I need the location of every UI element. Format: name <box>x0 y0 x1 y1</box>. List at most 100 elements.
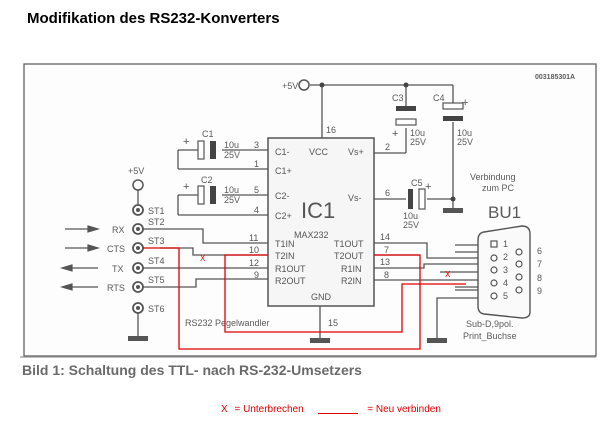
svg-text:ST6: ST6 <box>148 304 165 314</box>
supply-terminal-left <box>132 179 144 191</box>
supply-terminal <box>298 79 310 91</box>
r1in-wire <box>374 263 494 269</box>
db9-pin-num: 4 <box>503 278 508 288</box>
pin-name: Vs+ <box>348 147 364 157</box>
new-wire-cts-t2out <box>143 247 421 350</box>
connector-title-2: zum PC <box>482 183 515 193</box>
legend-connect-text: = Neu verbinden <box>367 404 441 415</box>
db9-pin <box>490 254 498 262</box>
pin-name: Vs- <box>348 193 362 203</box>
junction-dot <box>403 82 409 88</box>
c2-voltage: 25V <box>224 195 240 205</box>
legend-break-text: = Unterbrechen <box>234 404 304 415</box>
svg-text:ST3: ST3 <box>148 236 165 246</box>
pin-num: 12 <box>249 258 259 268</box>
db9-pin-num: 6 <box>537 246 542 256</box>
supply-label: +5V <box>282 81 298 91</box>
c3-value: 10u <box>410 128 425 138</box>
db9-pin-num: 8 <box>537 273 542 283</box>
db9-pin-num: 1 <box>503 239 508 249</box>
capacitor-c4: + C4 10u 25V <box>433 93 473 147</box>
capacitor-c3: + C3 10u 25V <box>392 93 426 147</box>
c4-value: 10u <box>457 128 472 138</box>
connector-title-1: Verbindung <box>470 172 516 182</box>
connector-ref: BU1 <box>488 203 521 222</box>
c3-ref: C3 <box>392 93 404 103</box>
arrow-right-icon <box>87 225 101 233</box>
capacitor-c5: + C5 10u 25V <box>403 178 431 230</box>
connector-type-1: Sub-D,9pol. <box>466 319 514 329</box>
c4-ref: C4 <box>433 93 445 103</box>
db9-pin-num: 7 <box>537 259 542 269</box>
db9-pin-num: 2 <box>503 252 508 262</box>
pin-name: T1OUT <box>334 239 364 249</box>
ic-vcc-pin: 16 <box>326 125 336 135</box>
plus-icon: + <box>425 181 431 193</box>
pin-num: 7 <box>384 245 389 255</box>
c1-value: 10u <box>224 140 239 150</box>
svg-text:ST4: ST4 <box>148 256 165 266</box>
c2-ref: C2 <box>201 175 213 185</box>
svg-text:ST1: ST1 <box>148 206 165 216</box>
db9-pins <box>490 240 523 300</box>
pin-name: R2OUT <box>275 276 306 286</box>
terminal-st1: ST1 <box>132 204 165 216</box>
t1out-wire <box>374 242 494 259</box>
svg-text:RTS: RTS <box>107 283 125 293</box>
c5-ref: C5 <box>411 178 423 188</box>
c5-value: 10u <box>403 211 418 221</box>
pin-name: R1IN <box>341 264 362 274</box>
db9-pin <box>515 286 523 294</box>
db9-pin <box>515 273 523 281</box>
plus-icon: + <box>392 128 398 140</box>
arrow-right-icon <box>87 244 101 252</box>
new-wire-t2in-pin4 <box>224 254 466 333</box>
c1-voltage: 25V <box>224 150 240 160</box>
pin-name: C2- <box>275 191 290 201</box>
arrow-left-icon <box>59 264 73 272</box>
db9-pin <box>515 260 523 268</box>
ground-symbol <box>128 336 148 341</box>
pin-num: 1 <box>254 159 259 169</box>
pin-name: T2IN <box>275 251 295 261</box>
block-label: RS232 Pegelwandler <box>185 318 270 328</box>
pin-name: T1IN <box>275 239 295 249</box>
pin-name: T2OUT <box>334 251 364 261</box>
legend-break-symbol: X <box>221 404 228 415</box>
rx-wire <box>142 228 268 244</box>
ground-symbol <box>427 338 447 343</box>
arrow-left-icon <box>59 283 73 291</box>
terminal-st5: ST5 RTS <box>107 275 165 293</box>
pin-num: 3 <box>254 140 259 150</box>
svg-text:TX: TX <box>112 264 124 274</box>
capacitor-c1: + C1 10u 25V <box>183 129 240 160</box>
db9-pin-num: 5 <box>503 291 508 301</box>
pin-name: C1- <box>275 147 290 157</box>
plus-icon: + <box>183 136 189 148</box>
db9-pin <box>515 248 523 256</box>
ic-part: MAX232 <box>294 230 329 240</box>
db9-pin <box>490 279 498 287</box>
doc-code: 003185301A <box>535 74 575 81</box>
junction-dot <box>450 196 456 202</box>
junction-dot <box>319 82 325 88</box>
page-title: Modifikation des RS232-Konverters <box>27 10 280 27</box>
pin-num: 10 <box>249 245 259 255</box>
terminal-st6: ST6 <box>132 302 165 314</box>
plus-icon: + <box>462 97 468 109</box>
pin-name: C1+ <box>275 166 292 176</box>
pin-num: 8 <box>384 270 389 280</box>
legend: X = Unterbrechen = Neu verbinden <box>221 404 441 415</box>
c4-voltage: 25V <box>457 137 473 147</box>
db9-pin <box>490 266 498 274</box>
pin-num: 2 <box>385 142 390 152</box>
plus-icon: + <box>183 181 189 193</box>
ic-ref: IC1 <box>301 198 335 223</box>
pin-name: R2IN <box>341 276 362 286</box>
svg-text:ST5: ST5 <box>148 275 165 285</box>
svg-text:RX: RX <box>112 225 125 235</box>
pin-num: 6 <box>385 188 390 198</box>
ic-max232: IC1 MAX232 VCC 16 GND 15 C1- C1+ C2- C2+… <box>249 125 390 328</box>
svg-text:CTS: CTS <box>107 244 125 254</box>
pin-num: 4 <box>254 205 259 215</box>
